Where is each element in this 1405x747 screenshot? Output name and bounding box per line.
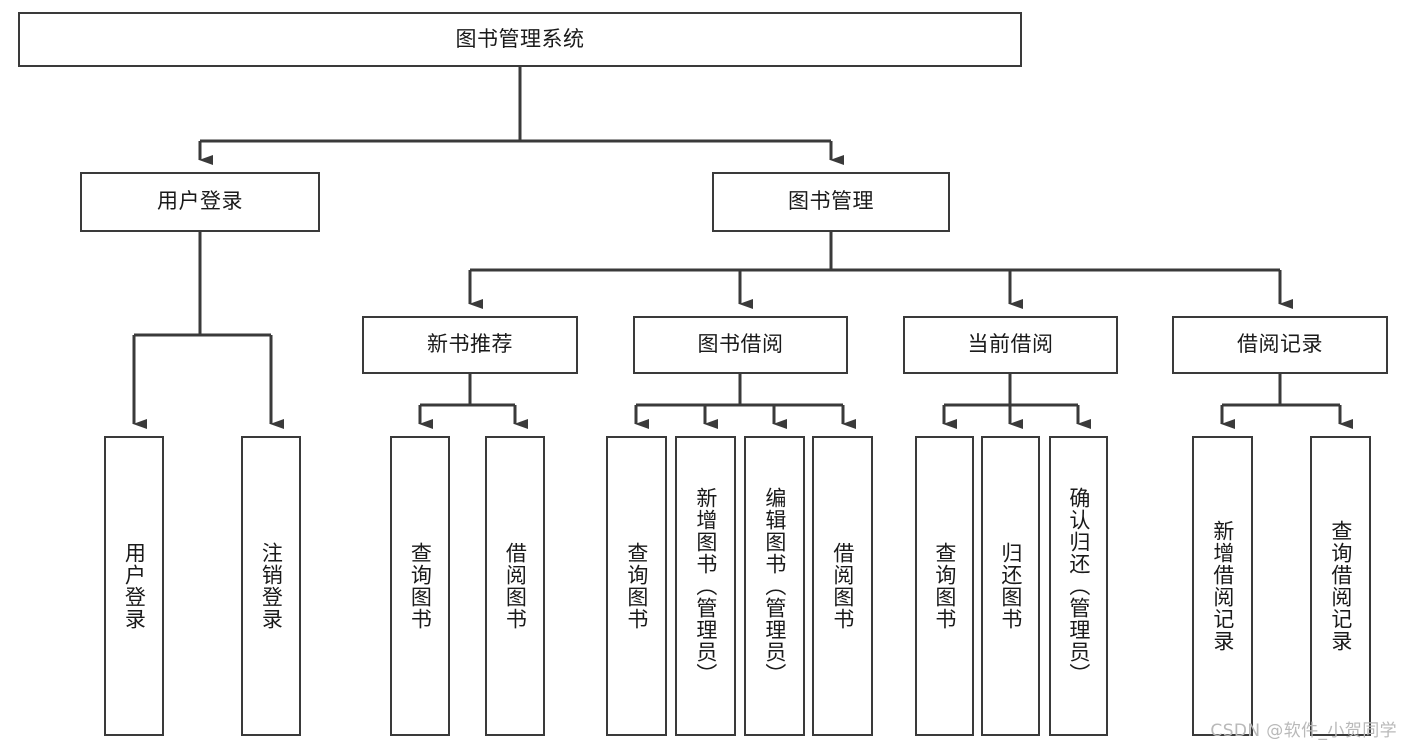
node-label: 当前借阅: [967, 332, 1054, 357]
node-leaf-add-borrow-record[interactable]: 新增借阅记录: [1192, 436, 1253, 736]
node-label: 新增借阅记录: [1210, 520, 1235, 652]
node-leaf-return-book[interactable]: 归还图书: [981, 436, 1040, 736]
node-leaf-query-borrow-record[interactable]: 查询借阅记录: [1310, 436, 1371, 736]
node-label: 借阅图书: [503, 542, 528, 630]
node-root-system[interactable]: 图书管理系统: [18, 12, 1022, 67]
node-label: 查询图书: [408, 542, 433, 630]
node-leaf-query-book-recommend[interactable]: 查询图书: [390, 436, 450, 736]
node-leaf-edit-book-admin[interactable]: 编辑图书（管理员）: [744, 436, 805, 736]
node-label: 图书借阅: [697, 332, 784, 357]
node-leaf-user-logout[interactable]: 注销登录: [241, 436, 301, 736]
node-label: 新增图书（管理员）: [693, 487, 718, 685]
node-leaf-query-book-current[interactable]: 查询图书: [915, 436, 974, 736]
node-label: 新书推荐: [427, 332, 513, 357]
node-label: 归还图书: [998, 542, 1023, 630]
node-book-manage[interactable]: 图书管理: [712, 172, 950, 232]
node-leaf-user-login[interactable]: 用户登录: [104, 436, 164, 736]
node-borrow-record[interactable]: 借阅记录: [1172, 316, 1388, 374]
node-leaf-confirm-return-admin[interactable]: 确认归还（管理员）: [1049, 436, 1108, 736]
node-label: 注销登录: [259, 542, 284, 630]
node-label: 查询借阅记录: [1328, 520, 1353, 652]
node-leaf-borrow-book-recommend[interactable]: 借阅图书: [485, 436, 545, 736]
node-book-borrow[interactable]: 图书借阅: [633, 316, 848, 374]
node-leaf-query-book-borrow[interactable]: 查询图书: [606, 436, 667, 736]
node-label: 借阅记录: [1237, 332, 1323, 357]
node-label: 图书管理: [788, 189, 874, 214]
node-label: 确认归还（管理员）: [1066, 487, 1091, 685]
node-leaf-borrow-book[interactable]: 借阅图书: [812, 436, 873, 736]
node-label: 图书管理系统: [455, 26, 585, 51]
node-label: 查询图书: [932, 542, 957, 630]
watermark-text: CSDN @软件_小贺同学: [1210, 721, 1397, 741]
node-current-borrow[interactable]: 当前借阅: [903, 316, 1118, 374]
node-new-book-recommend[interactable]: 新书推荐: [362, 316, 578, 374]
node-label: 用户登录: [122, 542, 147, 630]
node-label: 编辑图书（管理员）: [762, 487, 787, 685]
node-label: 用户登录: [157, 189, 243, 214]
node-label: 查询图书: [624, 542, 649, 630]
node-user-login[interactable]: 用户登录: [80, 172, 320, 232]
node-label: 借阅图书: [830, 542, 855, 630]
node-leaf-add-book-admin[interactable]: 新增图书（管理员）: [675, 436, 736, 736]
